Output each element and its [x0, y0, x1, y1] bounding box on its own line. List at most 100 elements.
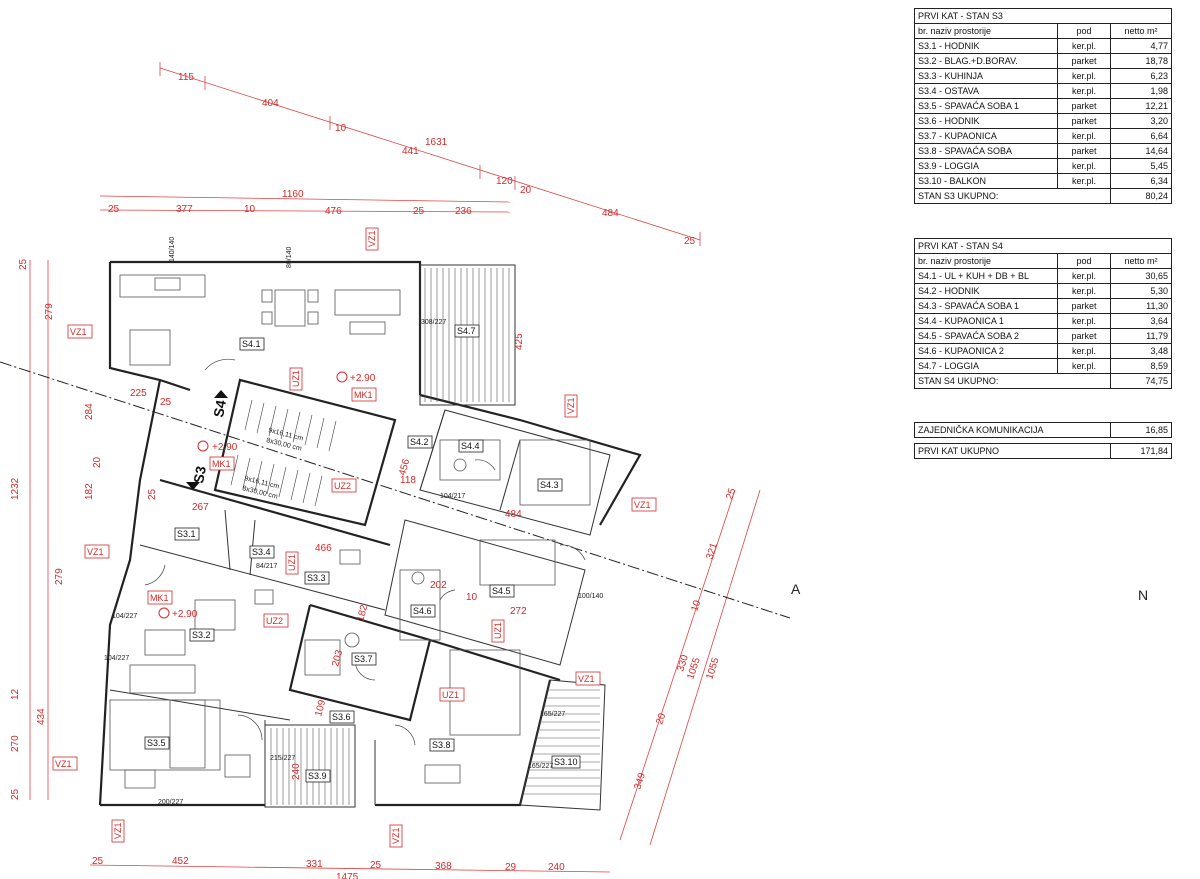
- room-label-s4-1: S4.1: [239, 337, 265, 351]
- floor-type: parket: [1057, 53, 1111, 69]
- dim-top-120: 120: [496, 176, 513, 187]
- tag-vz1-right2: VZ1: [575, 671, 601, 686]
- level-marker-3: +2.90: [158, 607, 198, 620]
- section-arrow-s3: S3: [186, 465, 209, 490]
- dim-left-25: 25: [18, 258, 29, 270]
- svg-text:S4.7: S4.7: [457, 326, 476, 336]
- area-value: 3,48: [1110, 343, 1172, 359]
- tag-vz1-left: VZ1: [67, 324, 93, 339]
- area-value: 14,64: [1110, 143, 1172, 159]
- floor-type: ker.pl.: [1057, 83, 1111, 99]
- total-label: STAN S3 UKUPNO:: [914, 188, 1111, 204]
- dim-349: 349: [632, 771, 648, 791]
- table-title: PRVI KAT - STAN S3: [914, 8, 1172, 24]
- column-header: netto m²: [1110, 253, 1172, 269]
- dimension-chain-right: 25 321 10 330 1055 20 349 1055: [619, 487, 761, 846]
- dim-118: 118: [400, 475, 416, 486]
- opening-104-217: 104/217: [440, 493, 465, 500]
- svg-text:VZ1: VZ1: [578, 674, 595, 684]
- area-value: 11,79: [1110, 328, 1172, 344]
- svg-text:MK1: MK1: [354, 390, 373, 400]
- room-name: S3.7 - KUPAONICA: [914, 128, 1058, 144]
- svg-text:VZ1: VZ1: [87, 547, 104, 557]
- dim-inner-182: 182: [355, 603, 370, 622]
- svg-text:+2.90: +2.90: [350, 373, 376, 384]
- dim-1160: 1160: [282, 189, 304, 200]
- opening-140-140: 140/140: [169, 237, 176, 262]
- room-name: S3.9 - LOGGIA: [914, 158, 1058, 174]
- floor-type: parket: [1057, 298, 1111, 314]
- room-name: S4.3 - SPAVAĆA SOBA 1: [914, 298, 1058, 314]
- dim-202: 202: [430, 580, 447, 591]
- svg-text:UZ2: UZ2: [334, 481, 351, 491]
- dim-bottom-25b: 25: [370, 860, 382, 871]
- floor-type: ker.pl.: [1057, 283, 1111, 299]
- total-value: 80,24: [1110, 188, 1172, 204]
- floor-type: parket: [1057, 98, 1111, 114]
- dim-452: 452: [172, 856, 189, 867]
- total-row: STAN S3 UKUPNO:80,24: [914, 188, 1172, 204]
- area-value: 30,65: [1110, 268, 1172, 284]
- opening-80-140: 80/140: [286, 246, 293, 268]
- dim-top-484: 484: [602, 208, 619, 219]
- svg-text:UZ2: UZ2: [266, 616, 283, 626]
- room-label-s4-2: S4.2: [407, 435, 433, 449]
- dimension-chain-left: 25 279 225 25 284 20 182 25 279 12 434 2…: [10, 258, 172, 800]
- dim-top-404: 404: [262, 98, 279, 109]
- dimension-chain-top: 115 404 10 441 1631 120 20 484 25: [159, 62, 701, 247]
- svg-text:VZ1: VZ1: [566, 397, 576, 414]
- floor-type: parket: [1057, 113, 1111, 129]
- room-label-s4-7: S4.7: [454, 324, 480, 338]
- room-label-s3-10: S3.10: [551, 755, 581, 769]
- svg-text:MK1: MK1: [150, 593, 169, 603]
- dimension-chain-bottom: 25 452 331 25 368 29 240 1475: [89, 856, 611, 879]
- total-value: 74,75: [1110, 373, 1172, 389]
- room-name: S3.4 - OSTAVA: [914, 83, 1058, 99]
- column-header: br. naziv prostorije: [914, 253, 1058, 269]
- dim-368: 368: [435, 861, 452, 872]
- room-label-s3-8: S3.8: [429, 738, 455, 752]
- svg-text:S4.5: S4.5: [492, 586, 511, 596]
- room-name: S3.10 - BALKON: [914, 173, 1058, 189]
- dim-29: 29: [505, 862, 517, 873]
- dim-top-25: 25: [684, 236, 696, 247]
- room-label-s3-2: S3.2: [189, 628, 215, 642]
- svg-text:S4: S4: [210, 399, 229, 419]
- dim-25b: 25: [413, 206, 425, 217]
- svg-text:UZ1: UZ1: [287, 554, 297, 571]
- opening-308-227: 308/227: [421, 319, 446, 326]
- opening-215-227: 215/227: [270, 755, 295, 762]
- floor-type: ker.pl.: [1057, 343, 1111, 359]
- svg-text:S3.3: S3.3: [307, 573, 326, 583]
- svg-text:UZ1: UZ1: [442, 690, 459, 700]
- dim-top-20: 20: [520, 185, 532, 196]
- room-label-s3-7: S3.7: [351, 652, 377, 666]
- column-header: pod: [1057, 23, 1111, 39]
- dim-right-10: 10: [689, 599, 703, 613]
- tag-vz1-bottom: VZ1: [111, 819, 125, 843]
- room-name: S4.1 - UL + KUH + DB + BL: [914, 268, 1058, 284]
- opening-84-217: 84/217: [256, 563, 278, 570]
- dim-10a: 10: [244, 204, 256, 215]
- stair-treads: [230, 399, 337, 507]
- room-name: S4.6 - KUPAONICA 2: [914, 343, 1058, 359]
- dim-236: 236: [455, 206, 472, 217]
- section-arrow-s4: S4: [210, 390, 229, 419]
- svg-text:MK1: MK1: [212, 459, 231, 469]
- room-label-s3-9: S3.9: [305, 769, 331, 783]
- area-value: 6,23: [1110, 68, 1172, 84]
- floor-type: ker.pl.: [1057, 313, 1111, 329]
- column-header: pod: [1057, 253, 1111, 269]
- svg-text:VZ1: VZ1: [391, 827, 401, 844]
- loggia-hatch-s3-9: [264, 724, 356, 808]
- svg-text:S3: S3: [190, 465, 209, 485]
- total-row: STAN S4 UKUPNO:74,75: [914, 373, 1172, 389]
- level-marker-1: +2.90: [336, 371, 376, 384]
- dim-225: 225: [130, 388, 147, 399]
